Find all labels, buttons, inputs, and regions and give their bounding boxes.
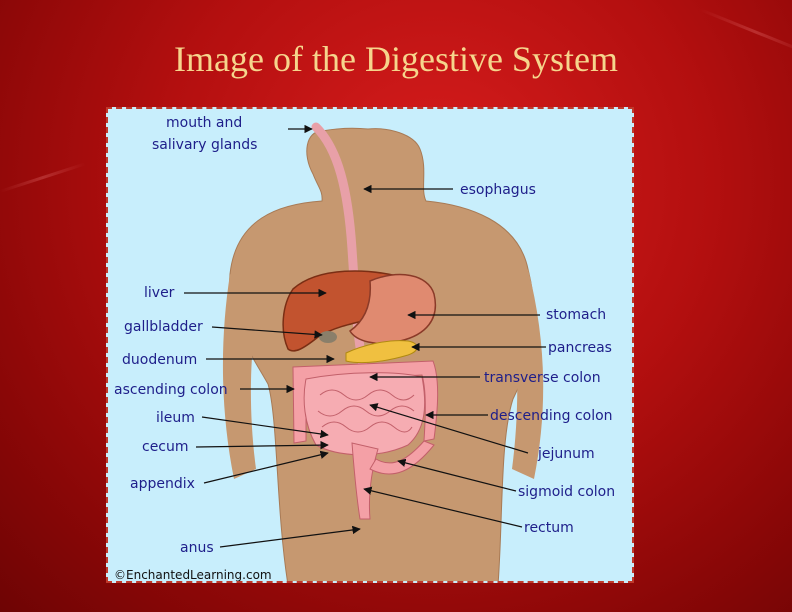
label-rectum: rectum bbox=[524, 520, 574, 536]
label-pancreas: pancreas bbox=[548, 340, 612, 356]
label-anus: anus bbox=[180, 540, 214, 556]
label-sigmoid-colon: sigmoid colon bbox=[518, 484, 615, 500]
label-ileum: ileum bbox=[156, 410, 195, 426]
label-stomach: stomach bbox=[546, 307, 606, 323]
label-mouth-line1: mouth and bbox=[166, 115, 242, 131]
label-esophagus: esophagus bbox=[460, 182, 536, 198]
intestine-coils bbox=[317, 389, 415, 433]
digestive-system-diagram: mouth and salivary glands esophagus live… bbox=[106, 107, 634, 583]
label-appendix: appendix bbox=[130, 476, 195, 492]
sigmoid-colon-organ bbox=[369, 440, 435, 475]
diagram-canvas: mouth and salivary glands esophagus live… bbox=[114, 115, 615, 582]
label-duodenum: duodenum bbox=[122, 352, 197, 368]
leader-lines bbox=[184, 124, 546, 548]
right-arm bbox=[512, 269, 544, 479]
label-ascending-colon: ascending colon bbox=[114, 382, 228, 398]
label-transverse-colon: transverse colon bbox=[484, 370, 601, 386]
label-jejunum: jejunum bbox=[537, 446, 595, 462]
gallbladder-organ bbox=[319, 331, 337, 343]
background-streak bbox=[0, 162, 87, 193]
credit-text: ©EnchantedLearning.com bbox=[114, 568, 272, 582]
label-mouth-line2: salivary glands bbox=[152, 137, 257, 153]
small-intestine bbox=[303, 372, 426, 456]
label-liver: liver bbox=[144, 285, 175, 301]
label-gallbladder: gallbladder bbox=[124, 319, 203, 335]
stomach-organ bbox=[349, 273, 437, 345]
slide-title: Image of the Digestive System bbox=[174, 39, 618, 79]
left-arm bbox=[222, 274, 258, 479]
label-cecum: cecum bbox=[142, 439, 189, 455]
label-descending-colon: descending colon bbox=[490, 408, 613, 424]
